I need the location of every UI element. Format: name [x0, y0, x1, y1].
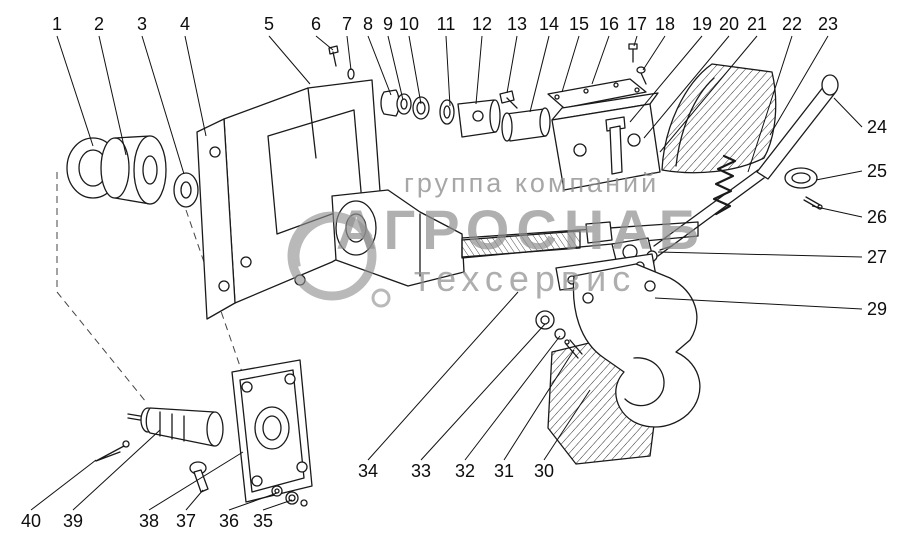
callout-32: 32	[454, 461, 476, 481]
callout-40: 40	[20, 511, 42, 531]
part-rod-and-spring	[653, 154, 765, 257]
callout-35: 35	[252, 511, 274, 531]
callout-11: 11	[436, 14, 456, 34]
callout-34: 34	[357, 461, 379, 481]
callout-26: 26	[866, 207, 888, 227]
callout-15: 15	[568, 14, 590, 34]
callout-24: 24	[866, 117, 888, 137]
callout-36: 36	[218, 511, 240, 531]
callout-21: 21	[746, 14, 768, 34]
callout-31: 31	[493, 461, 515, 481]
callout-13: 13	[506, 14, 528, 34]
callout-9: 9	[382, 14, 394, 34]
callout-19: 19	[691, 14, 713, 34]
callout-30: 30	[533, 461, 555, 481]
callout-5: 5	[263, 14, 275, 34]
callout-7: 7	[341, 14, 353, 34]
callout-25: 25	[866, 161, 888, 181]
callout-6: 6	[310, 14, 322, 34]
part-roller-assembly	[66, 135, 199, 208]
part-threaded-shaft	[461, 221, 699, 259]
callout-33: 33	[410, 461, 432, 481]
part-hand-lever	[756, 74, 839, 210]
part-right-bracket	[551, 92, 661, 191]
callout-17: 17	[626, 14, 648, 34]
callout-22: 22	[781, 14, 803, 34]
callout-4: 4	[179, 14, 191, 34]
callout-20: 20	[718, 14, 740, 34]
callout-39: 39	[62, 511, 84, 531]
callout-27: 27	[866, 247, 888, 267]
part-small-roller-set	[535, 310, 583, 359]
part-tow-hook	[547, 263, 701, 465]
callout-3: 3	[136, 14, 148, 34]
callout-8: 8	[362, 14, 374, 34]
callout-16: 16	[598, 14, 620, 34]
callout-23: 23	[817, 14, 839, 34]
callout-12: 12	[471, 14, 493, 34]
callout-38: 38	[138, 511, 160, 531]
callout-10: 10	[398, 14, 420, 34]
callout-2: 2	[93, 14, 105, 34]
leader-lines	[30, 35, 863, 511]
part-flange-and-buffer	[95, 359, 313, 507]
callout-37: 37	[175, 511, 197, 531]
callout-14: 14	[538, 14, 560, 34]
part-housing	[331, 189, 465, 287]
part-cover-plate	[547, 43, 647, 109]
part-spring-nut-coupling-stack	[380, 89, 551, 142]
part-guard-fan	[661, 63, 777, 174]
callout-18: 18	[654, 14, 676, 34]
callout-1: 1	[51, 14, 63, 34]
callout-29: 29	[866, 299, 888, 319]
